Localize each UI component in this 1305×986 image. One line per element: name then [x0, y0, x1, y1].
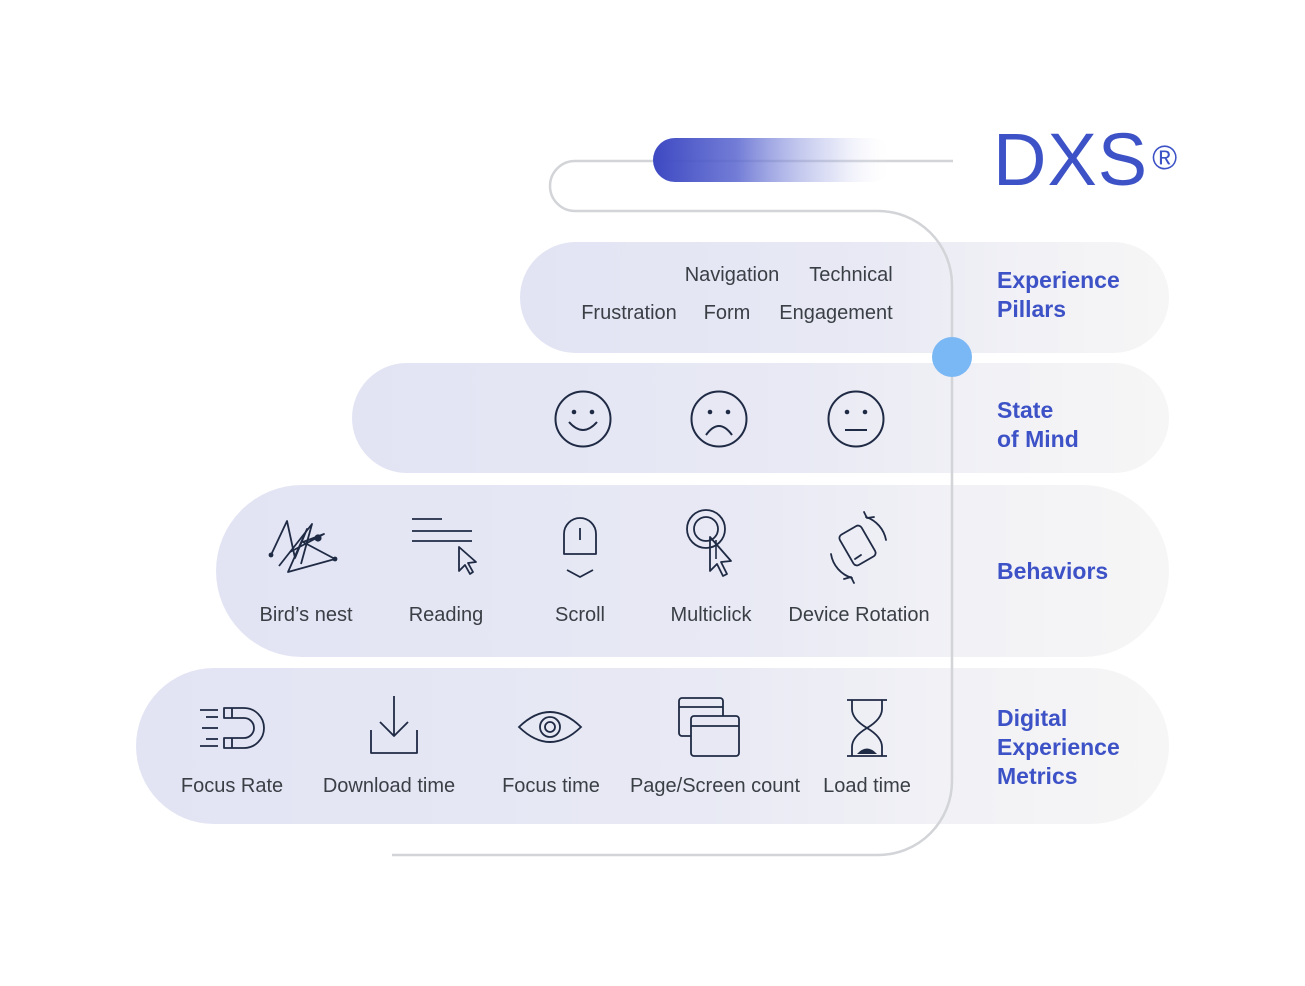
connector-dot — [932, 337, 972, 377]
windows-icon — [678, 697, 740, 757]
sad-face-icon — [690, 390, 748, 448]
download-icon — [370, 696, 418, 754]
neutral-face-icon — [827, 390, 885, 448]
metric-focus-rate-label: Focus Rate — [180, 775, 284, 797]
metric-focus-time-label: Focus time — [502, 775, 600, 797]
experience-pillars-label: Experience Pillars — [997, 267, 1120, 322]
birds-nest-icon — [268, 520, 338, 573]
dxs-title: DXS® — [993, 118, 1179, 201]
metric-load-time-label: Load time — [823, 775, 911, 797]
device-rotation-icon — [830, 511, 887, 584]
gradient-bar — [653, 138, 893, 182]
eye-icon — [517, 711, 583, 743]
metric-page-screen-count-label: Page/Screen count — [629, 775, 801, 797]
scroll-mouse-icon — [563, 517, 597, 578]
pillar-form: Form — [703, 302, 751, 324]
happy-face-icon — [554, 390, 612, 448]
behaviors-label: Behaviors — [997, 558, 1109, 584]
pillar-technical: Technical — [809, 264, 893, 286]
experience-pillars-band — [520, 242, 1169, 353]
magnet-icon — [200, 707, 265, 749]
behavior-device-rotation-label: Device Rotation — [788, 604, 930, 626]
behavior-multiclick-label: Multiclick — [670, 604, 752, 626]
behavior-birds-nest-label: Bird’s nest — [259, 604, 353, 626]
pillar-navigation: Navigation — [684, 264, 780, 286]
behavior-scroll-label: Scroll — [554, 604, 606, 626]
multiclick-icon — [686, 509, 732, 577]
state-of-mind-label: State of Mind — [997, 397, 1079, 452]
state-of-mind-band — [352, 363, 1169, 473]
hourglass-icon — [847, 699, 887, 757]
behaviors-band — [216, 485, 1169, 657]
pillar-engagement: Engagement — [779, 302, 893, 324]
behavior-reading-label: Reading — [408, 604, 484, 626]
pillar-frustration: Frustration — [581, 302, 677, 324]
digital-experience-metrics-label: Digital Experience Metrics — [997, 705, 1120, 789]
metric-download-time-label: Download time — [322, 775, 456, 797]
reading-icon — [412, 518, 477, 575]
metrics-band — [136, 668, 1169, 824]
